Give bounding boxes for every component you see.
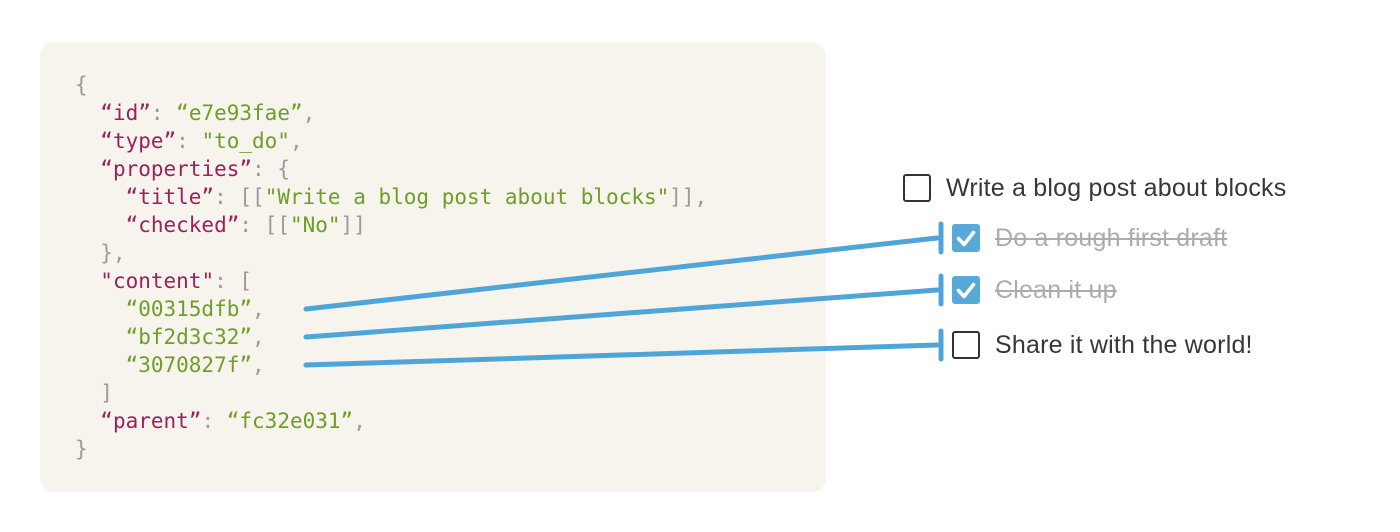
todo-item-label: Write a blog post about blocks [946,173,1287,202]
checkbox-checked-icon[interactable] [952,276,980,304]
todo-item-label: Clean it up [995,275,1117,304]
checkmark-icon [956,282,976,299]
code-line: “bf2d3c32”, [125,325,265,349]
checkbox-unchecked-icon[interactable] [952,331,980,359]
checkbox-unchecked-icon[interactable] [903,174,931,202]
code-line: ] [75,381,113,405]
code-line: “type”: "to_do", [100,129,303,153]
todo-item-clean-up: Clean it up [952,276,1117,304]
code-line: “title”: [["Write a blog post about bloc… [125,185,708,209]
todo-item-blog-post: Write a blog post about blocks [903,174,1286,202]
checkmark-icon [956,230,976,247]
json-code-panel: { “id”: “e7e93fae”, “type”: "to_do", “pr… [40,42,826,492]
todo-item-label: Do a rough first draft [995,223,1228,252]
code-line: }, [75,241,126,265]
todo-item-rough-draft: Do a rough first draft [952,224,1227,252]
code-block: { “id”: “e7e93fae”, “type”: "to_do", “pr… [75,71,707,463]
code-line: { [75,73,88,97]
code-line: “00315dfb”, [125,297,265,321]
code-line: “properties”: { [100,157,290,181]
code-line: “id”: “e7e93fae”, [100,101,316,125]
todo-item-label: Share it with the world! [995,330,1253,359]
checkbox-checked-icon[interactable] [952,224,980,252]
code-line: “3070827f”, [125,353,265,377]
code-line: "content": [ [100,269,253,293]
code-line: } [75,437,88,461]
todo-item-share: Share it with the world! [952,331,1253,359]
code-line: “checked”: [["No"]] [125,213,366,237]
code-line: “parent”: “fc32e031”, [100,409,366,433]
